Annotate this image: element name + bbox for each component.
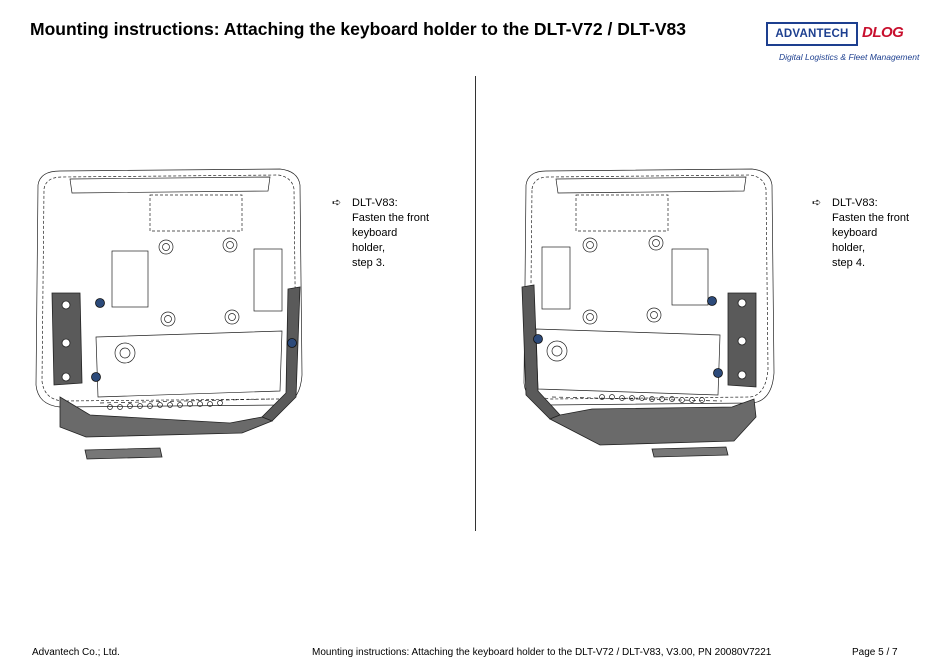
arrow-icon: ➪ xyxy=(812,197,822,209)
dlog-logo: DLOG xyxy=(862,24,904,41)
caption-line: DLT-V83: xyxy=(352,197,398,209)
caption-line: Fasten the front xyxy=(352,212,430,224)
illustration-step-3 xyxy=(35,168,303,460)
caption-line: keyboard xyxy=(832,227,878,239)
company-logo: ADVANTECH DLOG Digital Logistics & Fleet… xyxy=(760,22,919,66)
footer-document: Mounting instructions: Attaching the key… xyxy=(312,647,772,658)
caption-line: keyboard xyxy=(352,227,398,239)
caption-line: holder, xyxy=(352,242,386,254)
step-4-caption: ➪ DLT-V83: Fasten the front keyboard hol… xyxy=(812,196,910,271)
footer-page-number: Page 5 / 7 xyxy=(852,647,898,658)
caption-line: step 4. xyxy=(832,257,866,269)
footer-company: Advantech Co.; Ltd. xyxy=(32,647,120,658)
caption-line: DLT-V83: xyxy=(832,197,878,209)
caption-line: Fasten the front xyxy=(832,212,910,224)
page-title: Mounting instructions: Attaching the key… xyxy=(30,19,686,39)
advantech-logo: ADVANTECH xyxy=(766,22,858,46)
caption-line: step 3. xyxy=(352,257,386,269)
caption-line: holder, xyxy=(832,242,866,254)
column-divider xyxy=(475,76,476,531)
logo-tagline: Digital Logistics & Fleet Management xyxy=(779,52,920,62)
arrow-icon: ➪ xyxy=(332,197,342,209)
illustration-step-4 xyxy=(521,168,775,458)
step-3-caption: ➪ DLT-V83: Fasten the front keyboard hol… xyxy=(332,196,430,271)
